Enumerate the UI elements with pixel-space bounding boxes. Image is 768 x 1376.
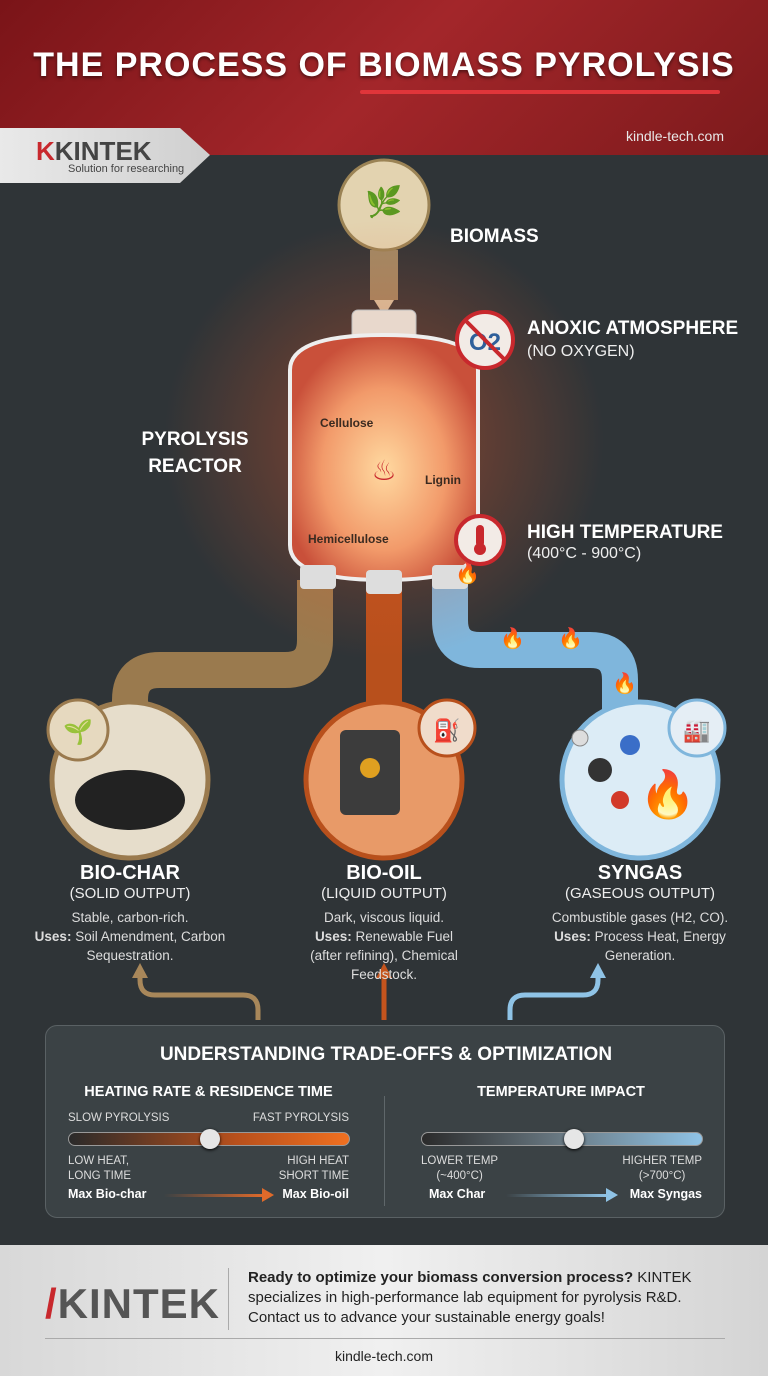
temperature-slider[interactable] bbox=[421, 1129, 703, 1149]
svg-text:🔥: 🔥 bbox=[612, 671, 637, 695]
reactor-label-line2: REACTOR bbox=[148, 456, 242, 477]
svg-text:🔥: 🔥 bbox=[500, 626, 525, 650]
temp-title: HIGH TEMPERATURE bbox=[527, 522, 723, 543]
output-sub: (SOLID OUTPUT) bbox=[69, 885, 191, 902]
heating-slider-knob[interactable] bbox=[200, 1129, 220, 1149]
compound-lignin: Lignin bbox=[425, 473, 461, 487]
biochar-pipe bbox=[112, 580, 333, 720]
footer bbox=[0, 1245, 768, 1376]
heat-icon: ♨ bbox=[371, 455, 396, 486]
reactor-label: PYROLYSIS REACTOR bbox=[120, 426, 270, 480]
temperature-slider-knob[interactable] bbox=[564, 1129, 585, 1149]
max-syngas-label: Max Syngas bbox=[629, 1187, 702, 1201]
low-heat-label: LOW HEAT,LONG TIME bbox=[68, 1155, 132, 1182]
output-sub: (GASEOUS OUTPUT) bbox=[564, 885, 715, 902]
arrow-right-icon bbox=[606, 1188, 618, 1202]
anoxic-title: ANOXIC ATMOSPHERE bbox=[527, 318, 739, 339]
fuel-pump-icon: ⛽ bbox=[433, 718, 460, 743]
max-char-label: Max Char bbox=[429, 1187, 486, 1201]
max-biochar-label: Max Bio-char bbox=[68, 1187, 147, 1201]
page-title: THE PROCESS OF BIOMASS PYROLYSIS bbox=[33, 46, 735, 84]
panel-divider bbox=[384, 1096, 385, 1206]
footer-logo: /KINTEK bbox=[45, 1280, 220, 1328]
output-biochar: BIO-CHAR (SOLID OUTPUT) Stable, carbon-r… bbox=[10, 862, 250, 965]
output-sub: (LIQUID OUTPUT) bbox=[321, 885, 447, 902]
heating-title: HEATING RATE & RESIDENCE TIME bbox=[84, 1084, 333, 1100]
fast-pyrolysis-label: FAST PYROLYSIS bbox=[252, 1112, 349, 1124]
higher-temp-label: HIGHER TEMP(>700°C) bbox=[622, 1155, 702, 1182]
logo-tagline: Solution for researching bbox=[68, 163, 185, 175]
output-desc: Stable, carbon-rich.Uses: Soil Amendment… bbox=[34, 910, 226, 963]
output-desc: Combustible gases (H2, CO).Uses: Process… bbox=[551, 910, 729, 963]
footer-rule bbox=[45, 1338, 725, 1339]
biomass-label: BIOMASS bbox=[450, 226, 539, 247]
footer-logo-mark: / bbox=[45, 1280, 58, 1327]
max-biooil-label: Max Bio-oil bbox=[282, 1187, 349, 1201]
compound-hemicellulose: Hemicellulose bbox=[308, 532, 389, 546]
svg-text:🔥: 🔥 bbox=[558, 626, 583, 650]
tradeoffs-panel: UNDERSTANDING TRADE-OFFS & OPTIMIZATION … bbox=[45, 1025, 725, 1218]
sprout-icon: 🌱 bbox=[63, 719, 93, 746]
slow-pyrolysis-label: SLOW PYROLYSIS bbox=[68, 1112, 170, 1124]
output-syngas: SYNGAS (GASEOUS OUTPUT) Combustible gase… bbox=[520, 862, 760, 965]
arrow-right-icon bbox=[262, 1188, 274, 1202]
output-title: BIO-OIL bbox=[346, 862, 422, 884]
reactor-label-line1: PYROLYSIS bbox=[141, 429, 249, 450]
biomass-icon: 🌿 bbox=[365, 184, 402, 219]
output-title: SYNGAS bbox=[597, 862, 683, 884]
factory-icon: 🏭 bbox=[683, 718, 710, 743]
tradeoffs-title: UNDERSTANDING TRADE-OFFS & OPTIMIZATION bbox=[159, 1044, 613, 1065]
footer-logo-brand: KINTEK bbox=[57, 1280, 221, 1327]
footer-divider bbox=[228, 1268, 229, 1330]
logo: KKINTEK bbox=[36, 136, 152, 166]
anoxic-sub: (NO OXYGEN) bbox=[527, 343, 635, 360]
title-underline bbox=[360, 90, 720, 94]
output-title: BIO-CHAR bbox=[80, 862, 180, 884]
site-link[interactable]: kindle-tech.com bbox=[625, 128, 724, 144]
fire-icon: 🔥 bbox=[639, 768, 696, 821]
temperature-title: TEMPERATURE IMPACT bbox=[477, 1084, 645, 1100]
temperature-arrow bbox=[506, 1194, 606, 1197]
output-desc: Dark, viscous liquid.Uses: Renewable Fue… bbox=[310, 910, 458, 982]
footer-cta: Ready to optimize your biomass conversio… bbox=[248, 1269, 692, 1326]
logo-band bbox=[0, 128, 210, 183]
footer-site-link[interactable]: kindle-tech.com bbox=[334, 1348, 434, 1364]
compound-cellulose: Cellulose bbox=[320, 416, 374, 430]
output-biooil: BIO-OIL (LIQUID OUTPUT) Dark, viscous li… bbox=[264, 862, 504, 984]
temp-sub: (400°C - 900°C) bbox=[527, 545, 642, 562]
heating-slider[interactable] bbox=[68, 1129, 350, 1149]
heating-arrow bbox=[164, 1194, 264, 1197]
logo-brand: KINTEK bbox=[54, 136, 152, 166]
process-diagram: 🌿 ♨ 🌱 ⛽ 🔥 🏭 🔥 🔥🔥🔥 O2 bbox=[46, 158, 727, 1020]
lower-temp-label: LOWER TEMP(~400°C) bbox=[421, 1155, 499, 1182]
